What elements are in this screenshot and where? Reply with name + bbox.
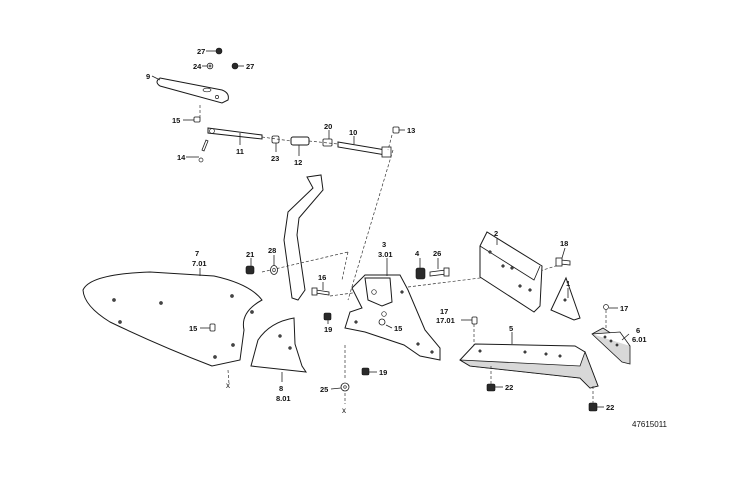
callout-6-01: 6.01 <box>632 335 647 344</box>
callout-15-frog: 15 <box>394 324 402 333</box>
bolt-13 <box>392 126 400 134</box>
callout-26: 26 <box>433 249 441 258</box>
callout-2: 2 <box>494 229 498 238</box>
callout-5: 5 <box>509 324 513 333</box>
callout-9: 9 <box>146 72 150 81</box>
document-id: 47615011 <box>632 420 668 429</box>
callout-8-01: 8.01 <box>276 394 291 403</box>
rod-10 <box>337 141 392 158</box>
callout-18: 18 <box>560 239 568 248</box>
plate-2 <box>479 231 543 313</box>
bolt-17 <box>471 316 478 325</box>
callout-11: 11 <box>236 147 244 156</box>
callout-13: 13 <box>407 126 415 135</box>
axis-mark-x1: x <box>226 381 230 390</box>
callout-17-right: 17 <box>620 304 628 313</box>
brace-1 <box>550 276 581 321</box>
callout-21: 21 <box>246 250 254 259</box>
callout-3-01: 3.01 <box>378 250 393 259</box>
washer-28 <box>270 265 278 275</box>
callout-labels: 27 24 27 9 15 14 11 23 12 20 10 13 7 7.0… <box>146 47 647 412</box>
callout-24: 24 <box>193 62 202 71</box>
callout-8: 8 <box>279 384 283 393</box>
washer-25 <box>340 382 350 392</box>
bolt-26 <box>429 267 450 277</box>
nut-27-right <box>231 62 239 70</box>
nut-4 <box>415 267 426 280</box>
washer-24 <box>206 62 214 70</box>
bolt-18 <box>555 257 571 267</box>
callout-10: 10 <box>349 128 357 137</box>
callout-19-lower: 19 <box>379 368 387 377</box>
nut-19-lower <box>361 367 370 376</box>
callout-6: 6 <box>636 326 640 335</box>
callout-27-right: 27 <box>246 62 254 71</box>
callout-12: 12 <box>294 158 302 167</box>
callout-4: 4 <box>415 249 420 258</box>
callout-15-top: 15 <box>172 116 180 125</box>
callout-19-middle: 19 <box>324 325 332 334</box>
point-6 <box>591 327 631 365</box>
nut-27-top <box>215 47 223 55</box>
callout-25: 25 <box>320 385 328 394</box>
nut-19-middle <box>323 312 332 321</box>
nut-22-left <box>486 383 496 392</box>
bolt-16 <box>311 287 330 296</box>
callout-22-left: 22 <box>505 383 513 392</box>
sleeve-12 <box>290 136 310 146</box>
bolt-15-frog <box>378 318 386 326</box>
callout-7: 7 <box>195 249 199 258</box>
callout-7-01: 7.01 <box>192 259 207 268</box>
support-arm <box>283 174 324 301</box>
callout-22-right: 22 <box>606 403 614 412</box>
landside-8 <box>250 317 308 373</box>
nut-21 <box>245 265 255 275</box>
rod-11 <box>207 127 263 140</box>
pin-14 <box>198 139 209 163</box>
share-5 <box>459 343 599 389</box>
bolt-15-left <box>209 323 216 332</box>
callout-23: 23 <box>271 154 279 163</box>
callout-14: 14 <box>177 153 186 162</box>
leader-lines <box>151 50 630 408</box>
nut-22-right <box>588 402 598 412</box>
callout-16: 16 <box>318 273 326 282</box>
lever-9 <box>156 77 229 104</box>
mouldboard-7 <box>82 271 263 367</box>
callout-17-01: 17.01 <box>436 316 455 325</box>
callout-3: 3 <box>382 240 386 249</box>
nut-20 <box>322 138 333 147</box>
callout-1: 1 <box>566 279 570 288</box>
callout-17: 17 <box>440 307 448 316</box>
callout-15-left: 15 <box>189 324 197 333</box>
bolt-17-right <box>603 304 609 310</box>
axis-mark-x2: x <box>342 406 346 415</box>
frog-3 <box>344 274 441 361</box>
callout-28: 28 <box>268 246 276 255</box>
bolt-15-top <box>193 116 201 123</box>
callout-27-top: 27 <box>197 47 205 56</box>
callout-20: 20 <box>324 122 332 131</box>
